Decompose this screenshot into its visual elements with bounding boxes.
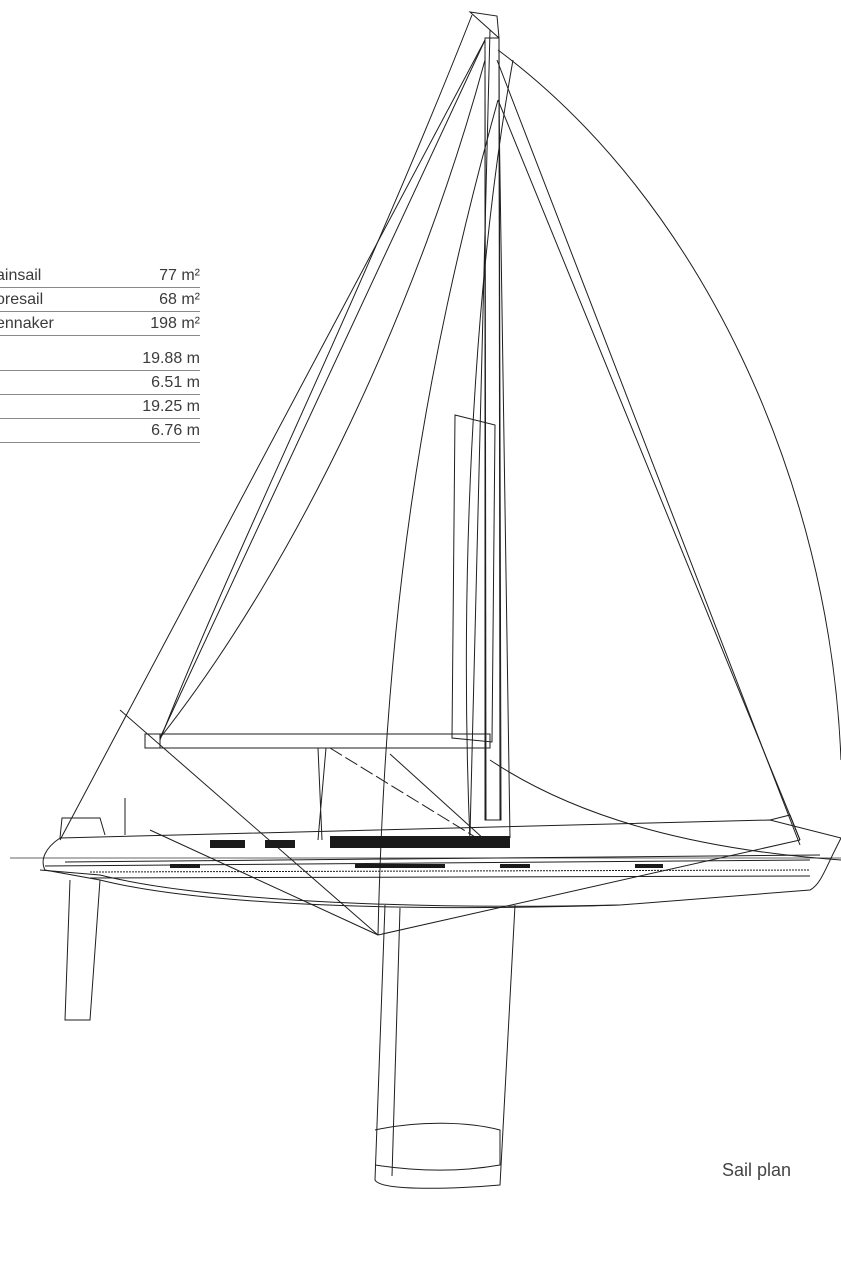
spec-row-6: 19.25 m [0,395,200,419]
spec-value: 19.88 m [142,350,200,367]
spec-row-foresail: oresail 68 m² [0,288,200,312]
foresail [119,99,801,936]
caption: Sail plan [722,1160,792,1180]
spec-row-7: 6.76 m [0,419,200,443]
spec-value: 77 m² [159,267,200,284]
spec-row-gennaker: ennaker 198 m² [0,312,200,336]
spec-label: ennaker [0,315,54,332]
spec-value: 6.51 m [151,374,200,391]
boom [144,733,491,841]
sail-specs-table: ainsail 77 m² oresail 68 m² ennaker 198 … [0,264,200,443]
spec-value: 68 m² [159,291,200,308]
mast [468,11,502,821]
rigging [59,29,801,846]
spec-label: ainsail [0,267,42,284]
rudder [64,879,101,1021]
spec-value: 6.76 m [151,422,200,439]
spec-row-5: 6.51 m [0,371,200,395]
spec-row-mainsail: ainsail 77 m² [0,264,200,288]
spec-value: 19.25 m [142,398,200,415]
spinnaker [465,49,841,861]
keel [374,904,516,1189]
mainsail [159,14,486,741]
spec-value: 198 m² [150,315,200,332]
hull [39,798,841,909]
spec-row-4: 19.88 m [0,347,200,371]
spec-label: oresail [0,291,44,308]
